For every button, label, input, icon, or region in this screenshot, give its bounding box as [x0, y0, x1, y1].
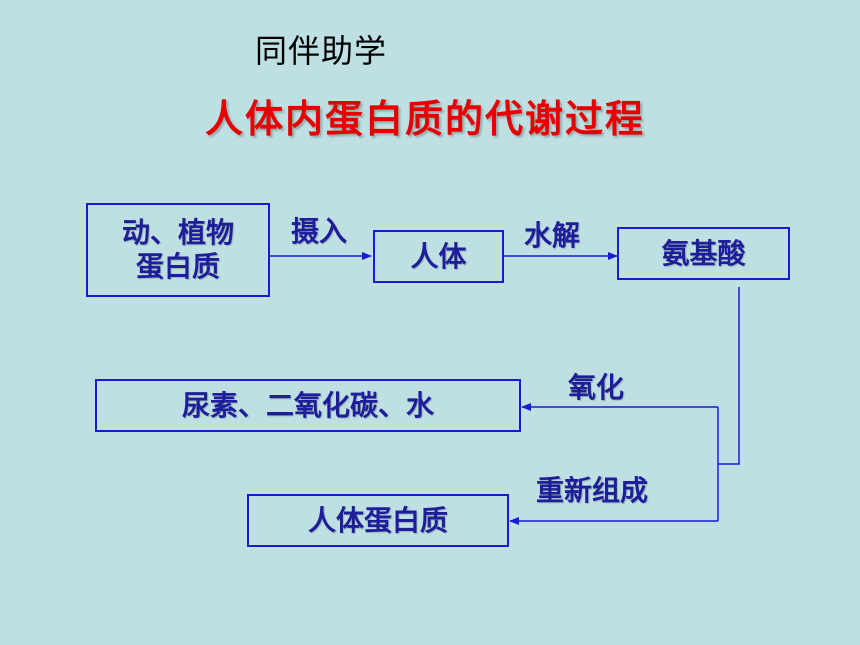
node-human-protein-label: 人体蛋白质 [307, 503, 448, 537]
edge-label-ingest: 摄入 [291, 215, 348, 248]
edge-label-hydrolysis: 水解 [524, 219, 581, 252]
node-human-body-label: 人体 [410, 239, 467, 273]
connector-amino-down [718, 287, 740, 465]
page-title: 人体内蛋白质的代谢过程 [205, 97, 646, 141]
node-plant-animal-protein-line2: 蛋白质 [135, 250, 220, 283]
node-plant-animal-protein: 动、植物 蛋白质 [86, 203, 270, 297]
edge-label-oxidation: 氧化 [568, 371, 625, 404]
subtitle: 同伴助学 [255, 32, 388, 70]
node-human-body: 人体 [373, 230, 504, 283]
node-urea-co2-water-label: 尿素、二氧化碳、水 [181, 388, 434, 422]
node-human-protein: 人体蛋白质 [247, 494, 509, 547]
node-urea-co2-water: 尿素、二氧化碳、水 [95, 379, 521, 432]
edge-label-recombine: 重新组成 [536, 474, 649, 507]
node-amino-acid: 氨基酸 [617, 227, 790, 280]
node-plant-animal-protein-line1: 动、植物 [121, 216, 234, 250]
node-amino-acid-label: 氨基酸 [661, 236, 746, 270]
